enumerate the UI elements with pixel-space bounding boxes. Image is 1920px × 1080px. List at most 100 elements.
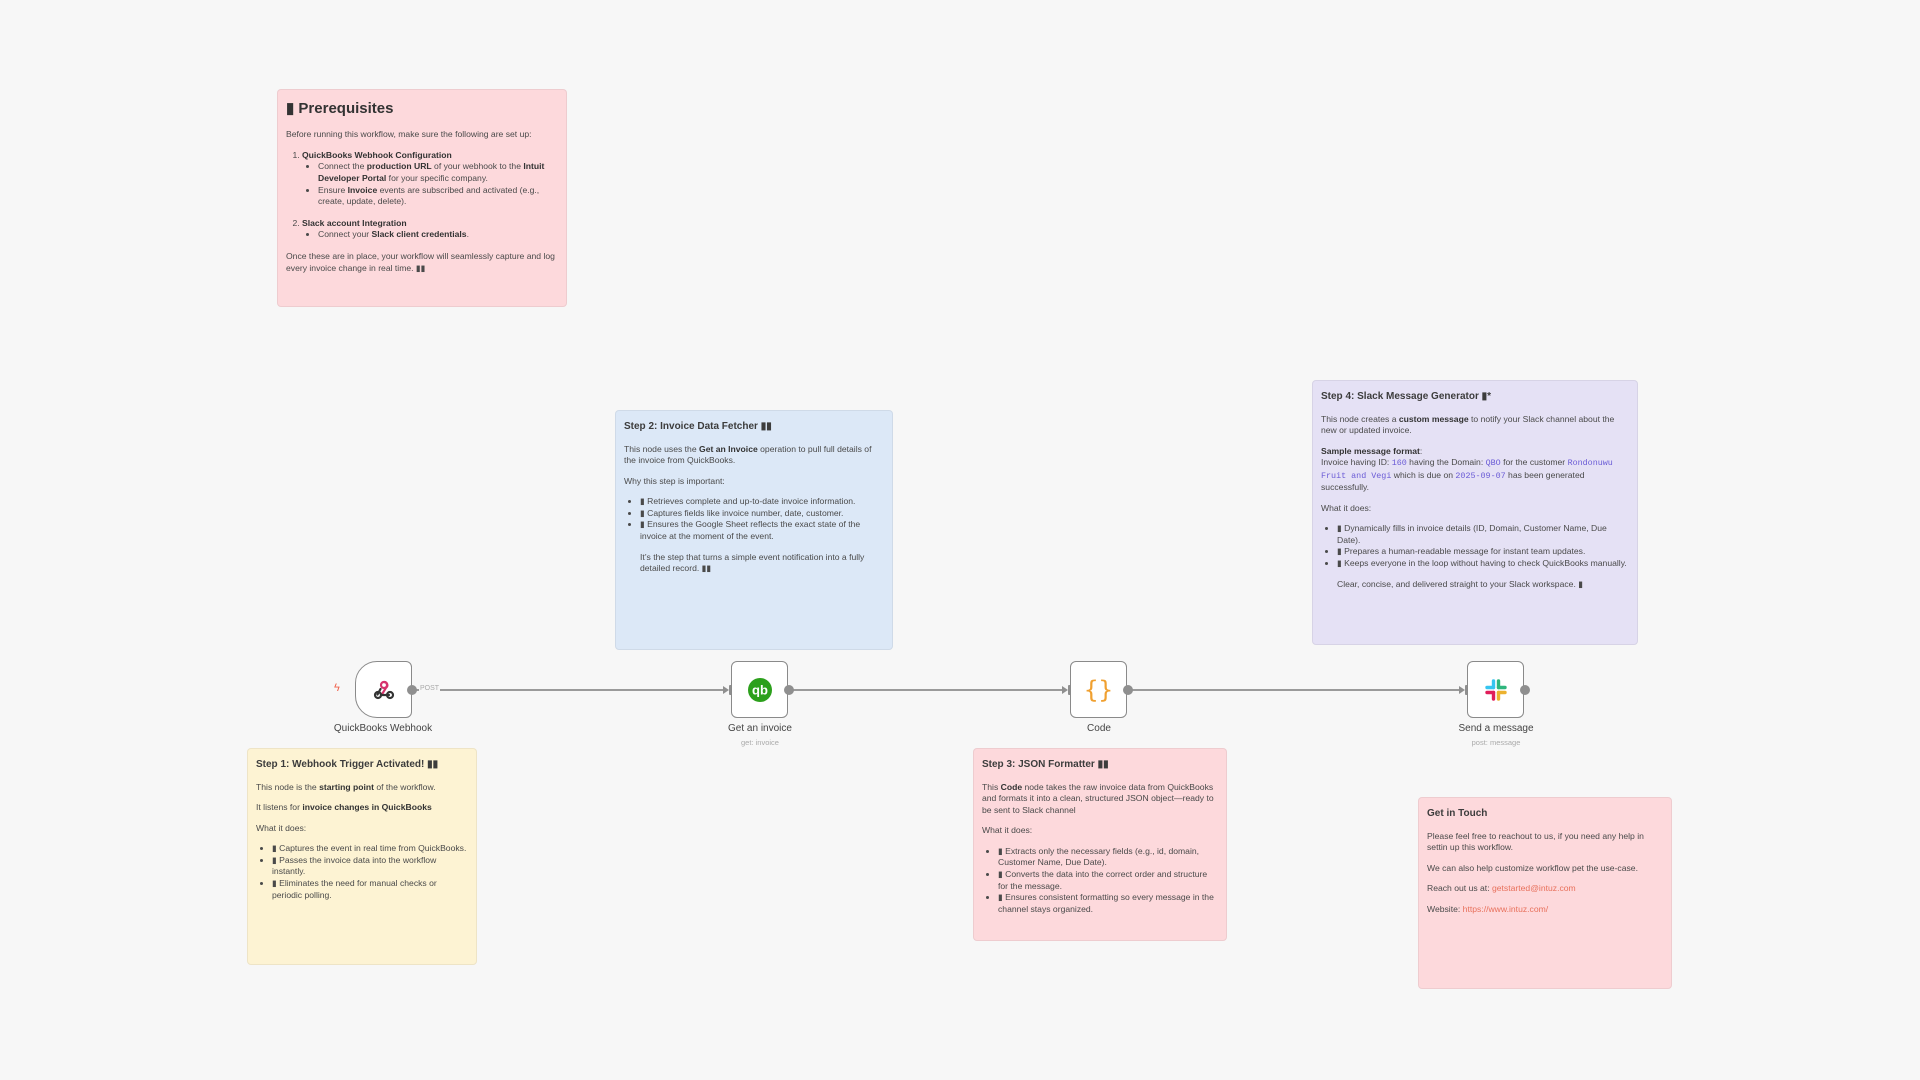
paragraph: What it does: — [256, 823, 468, 835]
node-label: Send a message — [1458, 723, 1534, 734]
note-title: ▮ Prerequisites — [286, 100, 394, 117]
node-send-a-message[interactable] — [1467, 661, 1524, 718]
link[interactable]: getstarted@intuz.com — [1491, 883, 1576, 894]
bold-text: Slack account Integration — [302, 217, 407, 228]
node-get-an-invoice[interactable]: qb — [731, 661, 788, 718]
text: of the workflow. — [373, 781, 436, 792]
text: ▮ Eliminates the need for manual checks … — [272, 878, 437, 900]
node-quickbooks-webhook[interactable] — [355, 661, 412, 718]
list-item: ▮ Ensures the Google Sheet reflects the … — [640, 519, 884, 542]
paragraph: What it does: — [1321, 503, 1629, 515]
bullet-list: ▮ Retrieves complete and up-to-date invo… — [640, 496, 884, 542]
text: We can also help customize workflow pet … — [1427, 862, 1638, 873]
connection-invoice-code[interactable] — [793, 689, 1065, 691]
output-handle[interactable] — [1123, 685, 1133, 695]
text: ▮ Captures the event in real time from Q… — [272, 843, 467, 854]
node-code[interactable]: {} — [1070, 661, 1127, 718]
text: of your webhook to the — [431, 161, 524, 172]
text: has been generated successfully. — [1321, 469, 1585, 492]
text: This node uses the — [624, 443, 700, 454]
note-step-2[interactable]: Step 2: Invoice Data Fetcher ▮▮This node… — [615, 410, 893, 650]
numbered-list: QuickBooks Webhook ConfigurationConnect … — [302, 150, 558, 241]
text: This — [982, 781, 1001, 792]
paragraph: We can also help customize workflow pet … — [1427, 863, 1663, 875]
node-label: Code — [1087, 723, 1111, 734]
bold-text: Get an Invoice — [699, 443, 758, 454]
list-item: ▮ Captures fields like invoice number, d… — [640, 508, 884, 520]
sub-list-item: Connect the production URL of your webho… — [318, 161, 558, 184]
text: Ensure — [318, 184, 348, 195]
list-item: ▮ Captures the event in real time from Q… — [272, 843, 468, 855]
text: ▮ Ensures consistent formatting so every… — [998, 892, 1214, 914]
inline-code: Rondonuwu Fruit and Vegi — [1321, 458, 1613, 481]
text: to notify your Slack channel about the n… — [1321, 413, 1615, 436]
text: Website: — [1427, 903, 1463, 914]
list-item: ▮ Dynamically fills in invoice details (… — [1337, 523, 1629, 546]
text: . — [466, 229, 469, 240]
list-item: ▮ Eliminates the need for manual checks … — [272, 878, 468, 901]
output-handle[interactable] — [784, 685, 794, 695]
text: This node is the — [256, 781, 320, 792]
list-item: ▮ Passes the invoice data into the workf… — [272, 855, 468, 878]
paragraph: Why this step is important: — [624, 476, 884, 488]
text: ▮ Extracts only the necessary fields (e.… — [998, 845, 1200, 868]
connection-code-slack[interactable] — [1132, 689, 1462, 691]
text: Please feel free to reachout to us, if y… — [1427, 830, 1644, 853]
text: which is due on — [1391, 469, 1456, 480]
quickbooks-icon: qb — [747, 677, 772, 702]
output-handle[interactable] — [407, 685, 417, 695]
link[interactable]: https://www.intuz.com/ — [1462, 903, 1549, 914]
text: ▮ Prepares a human-readable message for … — [1337, 546, 1586, 557]
bold-text: starting point — [319, 781, 374, 792]
text: Invoice having ID: — [1321, 457, 1392, 468]
bold-text: Intuit Developer Portal — [318, 161, 545, 184]
paragraph: Reach out us at: getstarted@intuz.com — [1427, 883, 1663, 895]
text: It’s the step that turns a simple event … — [640, 551, 865, 574]
text: This node creates a — [1321, 413, 1399, 424]
paragraph: This node creates a custom message to no… — [1321, 414, 1629, 437]
text: It listens for — [256, 802, 303, 813]
text: Before running this workflow, make sure … — [286, 129, 532, 140]
list-item: ▮ Retrieves complete and up-to-date invo… — [640, 496, 884, 508]
text: Reach out us at: — [1427, 883, 1492, 894]
note-step-3[interactable]: Step 3: JSON Formatter ▮▮This Code node … — [973, 748, 1227, 941]
text: node takes the raw invoice data from Qui… — [982, 781, 1214, 815]
text: What it does: — [982, 825, 1033, 836]
bold-text: Sample message format — [1321, 445, 1420, 456]
note-title: Get in Touch — [1427, 808, 1488, 819]
list-item: ▮ Extracts only the necessary fields (e.… — [998, 846, 1218, 869]
text: for your specific company. — [386, 173, 488, 184]
text: having the Domain: — [1406, 457, 1486, 468]
list-item: Slack account IntegrationConnect your Sl… — [302, 218, 558, 241]
text: What it does: — [1321, 502, 1372, 513]
arrow-icon — [723, 686, 729, 694]
note-step-4[interactable]: Step 4: Slack Message Generator ▮* This n… — [1312, 380, 1638, 645]
note-title: Step 4: Slack Message Generator ▮* — [1321, 391, 1492, 402]
inline-code: 2025-09-07 — [1455, 470, 1506, 481]
text: ▮ Passes the invoice data into the workf… — [272, 854, 437, 877]
note-step-1[interactable]: Step 1: Webhook Trigger Activated! ▮▮ Thi… — [247, 748, 477, 965]
paragraph: Sample message format:Invoice having ID:… — [1321, 446, 1629, 494]
sub-list-item: Connect your Slack client credentials. — [318, 229, 558, 241]
list-item: QuickBooks Webhook ConfigurationConnect … — [302, 150, 558, 208]
webhook-icon — [373, 680, 394, 699]
bullet-list: ▮ Extracts only the necessary fields (e.… — [998, 846, 1218, 916]
connection-webhook-invoice[interactable] — [416, 689, 726, 691]
text: What it does: — [256, 822, 307, 833]
inline-code: QBO — [1485, 458, 1501, 469]
note-title: Step 1: Webhook Trigger Activated! ▮▮ — [256, 759, 439, 770]
node-label: QuickBooks Webhook — [333, 723, 433, 734]
bullet-list: ▮ Captures the event in real time from Q… — [272, 843, 468, 901]
output-handle[interactable] — [1520, 685, 1530, 695]
text: ▮ Dynamically fills in invoice details (… — [1337, 523, 1607, 545]
bullet-list: ▮ Dynamically fills in invoice details (… — [1337, 523, 1629, 569]
sub-list: Connect your Slack client credentials. — [318, 229, 558, 241]
bold-text: Invoice — [347, 184, 378, 195]
text: for the customer — [1500, 457, 1568, 468]
arrow-icon — [1459, 686, 1465, 694]
paragraph: Website: https://www.intuz.com/ — [1427, 904, 1663, 916]
sub-list: Connect the production URL of your webho… — [318, 161, 558, 207]
text: Clear, concise, and delivered straight t… — [1337, 578, 1583, 589]
